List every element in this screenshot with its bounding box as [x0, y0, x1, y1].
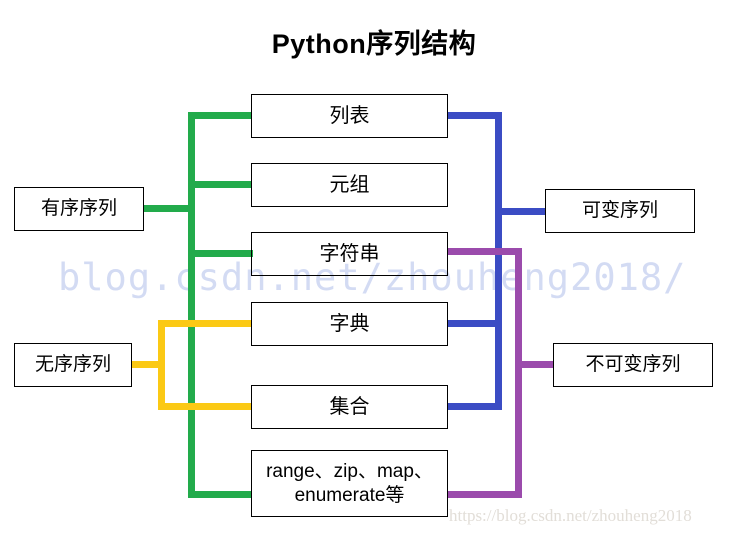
category-box-unordered[interactable]: 无序序列 [14, 343, 132, 387]
ordered-branch-stem-line [144, 205, 192, 212]
page-title: Python序列结构 [271, 29, 477, 59]
unordered-branch-stem-line [132, 361, 162, 368]
ordered-branch-trunk-line [188, 112, 195, 498]
category-box-unordered-label: 无序序列 [34, 354, 111, 376]
type-box-iterators[interactable]: range、zip、map、 enumerate等 [251, 450, 448, 517]
type-box-string-label: 字符串 [319, 242, 380, 265]
iterators-to-immutable-line [447, 491, 522, 498]
watermark-small-text: https://blog.csdn.net/zhouheng2018 [449, 506, 692, 525]
dict-to-mutable-line [447, 320, 502, 327]
immutable-branch-trunk-line [515, 248, 522, 498]
ordered-to-iterators-line [188, 491, 253, 498]
immutable-branch-stem-line [515, 361, 553, 368]
ordered-to-tuple-line [188, 181, 253, 188]
category-box-ordered[interactable]: 有序序列 [14, 187, 144, 231]
type-box-list-label: 列表 [329, 104, 370, 127]
category-box-mutable[interactable]: 可变序列 [545, 189, 695, 233]
ordered-to-list-line [188, 112, 253, 119]
list-to-mutable-line [447, 112, 502, 119]
type-box-tuple-label: 元组 [329, 173, 370, 196]
type-box-iterators-label-line1: range、zip、map、 [266, 460, 433, 482]
mutable-branch-stem-line [495, 208, 545, 215]
string-to-immutable-line [447, 248, 522, 255]
category-box-ordered-label: 有序序列 [40, 198, 117, 220]
category-box-immutable-label: 不可变序列 [585, 354, 681, 376]
type-box-tuple[interactable]: 元组 [251, 163, 448, 207]
type-box-set-label: 集合 [329, 395, 370, 418]
ordered-to-string-line [188, 250, 253, 257]
type-box-string[interactable]: 字符串 [251, 232, 448, 276]
unordered-to-dict-line [158, 320, 253, 327]
type-box-set[interactable]: 集合 [251, 385, 448, 429]
type-box-list[interactable]: 列表 [251, 94, 448, 138]
type-box-dict[interactable]: 字典 [251, 302, 448, 346]
set-to-mutable-line [447, 403, 502, 410]
unordered-to-set-line [158, 403, 253, 410]
mutable-branch-trunk-line [495, 112, 502, 410]
type-box-dict-label: 字典 [329, 312, 370, 335]
category-box-immutable[interactable]: 不可变序列 [553, 343, 713, 387]
category-box-mutable-label: 可变序列 [581, 200, 658, 222]
type-box-iterators-label-line2: enumerate等 [294, 484, 405, 506]
